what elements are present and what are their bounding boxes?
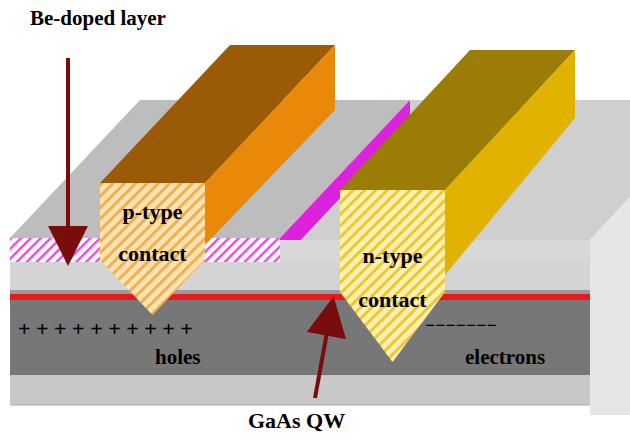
contact-outline xyxy=(340,190,445,362)
slab-edge xyxy=(10,405,590,406)
contact-face: n-type contact xyxy=(340,190,445,362)
contact-label: p-type contact xyxy=(104,191,201,275)
leader-arrow xyxy=(66,58,70,246)
n-contact-side xyxy=(445,50,575,275)
p-contact-side xyxy=(205,45,335,245)
contact-front xyxy=(340,190,445,362)
slab-side xyxy=(590,197,630,415)
layer-label: Be-doped layer xyxy=(30,8,166,29)
contact-label: n-type contact xyxy=(344,234,441,322)
carrier-label: holes xyxy=(155,347,201,368)
barrier-layer xyxy=(10,262,590,290)
charge-symbols: + + + + + + + + + + xyxy=(18,318,193,340)
contact-face: p-type contact xyxy=(100,183,205,315)
leader-arrow xyxy=(315,316,330,398)
charge-symbols: −−−−−−− xyxy=(425,316,497,334)
layer-label: GaAs QW xyxy=(248,410,345,432)
quantum-well xyxy=(10,294,590,300)
substrate-layer xyxy=(10,375,590,405)
carrier-label: electrons xyxy=(465,347,545,368)
contact-front xyxy=(100,183,205,315)
spacer-layer xyxy=(10,290,590,294)
buffer-layer xyxy=(10,300,590,375)
